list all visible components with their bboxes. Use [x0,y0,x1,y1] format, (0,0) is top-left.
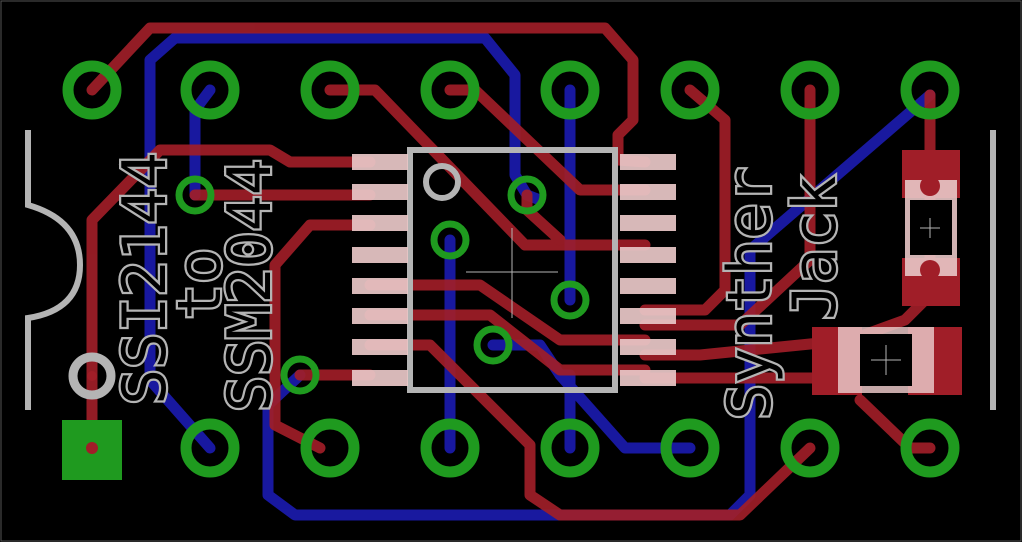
top-trace [364,309,651,376]
smd-pad [620,215,676,231]
bottom-trace [262,89,936,521]
through-hole-pad [180,418,240,478]
through-hole-pad [900,60,960,120]
through-hole-pad [540,418,600,478]
bottom-trace [144,32,533,386]
component-pad-dot [920,176,940,196]
pin1-marker [423,163,461,201]
top-trace [364,279,651,346]
label-brand-line1: Synther [715,167,785,420]
through-hole-pad [300,418,360,478]
label-to: to [165,248,235,320]
mounting-hole-center [87,371,97,381]
smd-pad [620,308,676,324]
smd-pad [352,154,408,170]
smd-pad [352,215,408,231]
smd-pad [620,278,676,294]
through-hole-pad [660,60,720,120]
through-hole-pad [780,418,840,478]
smd-pad [620,339,676,355]
mounting-hole [68,352,116,400]
smd-pad [620,370,676,386]
square-pad-hole [86,442,98,454]
through-hole-pad [420,60,480,120]
via [473,325,513,365]
smd-component-horizontal [812,327,962,395]
smd-pad [352,184,408,200]
smd-component-vertical [902,150,960,306]
ic-left-pads [352,154,408,386]
label-brand-line2: Jack [780,176,850,321]
top-trace [269,219,376,454]
via [430,220,470,260]
smd-pad [352,339,408,355]
bottom-trace [144,374,216,454]
header-bottom-row [180,418,960,478]
top-trace [364,339,816,521]
ic-right-pads [620,154,676,386]
through-hole-pad [660,418,720,478]
silkscreen-labels: SSI2144 to SSM2044 Synther Jack [108,150,853,422]
ic-outline [407,147,618,393]
smd-pad [620,247,676,263]
through-hole-pad [540,60,600,120]
top-trace [639,84,731,316]
smd-pad [620,184,676,200]
label-chip-old: SSI2144 [110,152,180,405]
through-hole-pad [420,418,480,478]
top-trace [86,144,376,454]
edge-silkscreen [25,130,996,410]
through-hole-pad [62,60,122,120]
via [507,175,547,215]
label-chip-new: SSM2044 [215,159,285,412]
via [175,175,215,215]
component-pad-dot [920,260,940,280]
via [280,355,320,395]
header-top-row [62,60,960,120]
smd-pad [352,308,408,324]
notch-outline [25,130,84,410]
smd-pad [620,154,676,170]
through-hole-pad [300,60,360,120]
through-hole-pad [780,60,840,120]
via [550,280,590,320]
through-hole-pad [180,60,240,120]
vias [175,175,590,395]
smd-pad [352,247,408,263]
smd-pad [352,278,408,294]
smd-pad [352,370,408,386]
through-hole-pad [900,418,960,478]
ic-body-outline [407,147,618,393]
ic-center-cross [466,228,558,318]
top-trace [639,84,816,331]
